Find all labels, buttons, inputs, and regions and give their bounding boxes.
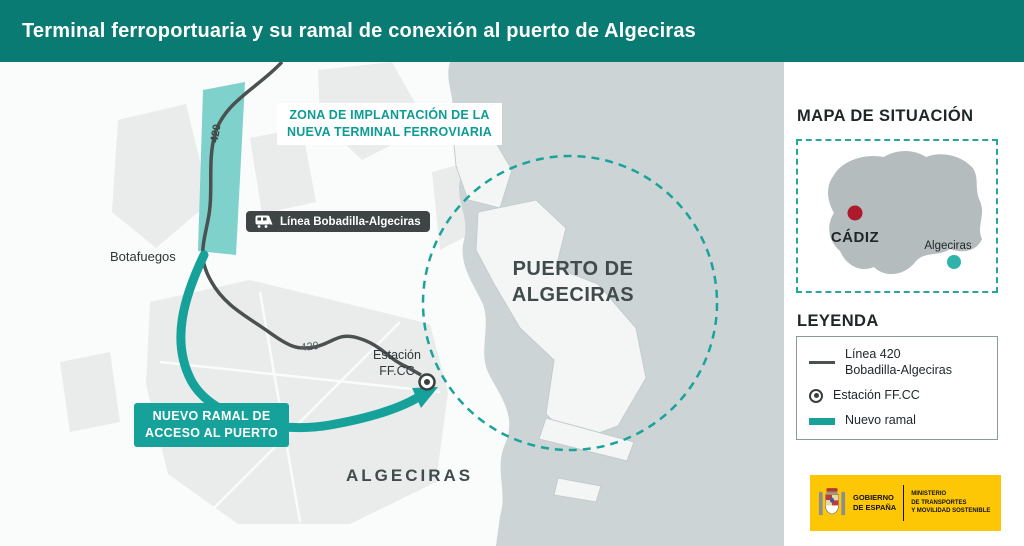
- page-title: Terminal ferroportuaria y su ramal de co…: [22, 19, 696, 42]
- station-label: Estación FF.CC: [360, 348, 434, 379]
- legend-line420-line2: Bobadilla-Algeciras: [845, 362, 953, 377]
- sea-water: [448, 62, 784, 546]
- zone-label-line1: ZONA DE IMPLANTACIÓN DE LA: [289, 108, 490, 122]
- port-of-algeciras-label: PUERTO DE ALGECIRAS: [487, 256, 659, 308]
- new-branch-label-line2: ACCESO AL PUERTO: [145, 425, 279, 440]
- new-branch-label: NUEVO RAMAL DE ACCESO AL PUERTO: [134, 403, 290, 447]
- situation-map-box: CÁDIZ Algeciras: [796, 139, 998, 293]
- gobierno-text: GOBIERNO DE ESPAÑA: [853, 493, 896, 513]
- station-label-line2: FF.CC: [379, 363, 415, 378]
- header-bar: Terminal ferroportuaria y su ramal de co…: [0, 0, 1024, 62]
- ministerio-line1: MINISTERIO: [911, 490, 947, 497]
- situation-map-canvas: CÁDIZ Algeciras: [828, 151, 982, 275]
- cadiz-label: CÁDIZ: [831, 229, 879, 246]
- new-branch-label-line1: NUEVO RAMAL DE: [152, 409, 271, 423]
- zone-implantation-label: ZONA DE IMPLANTACIÓN DE LA NUEVA TERMINA…: [277, 103, 502, 145]
- legend-station-label: Estación FF.CC: [833, 388, 920, 402]
- route-number-mid: 420: [300, 340, 320, 354]
- gobierno-line2: DE ESPAÑA: [853, 503, 897, 512]
- legend-line420-label: Línea 420 Bobadilla-Algeciras: [845, 347, 952, 378]
- line-bobadilla-badge: Línea Bobadilla-Algeciras: [246, 211, 430, 232]
- legend-box: Línea 420 Bobadilla-Algeciras Estación F…: [796, 336, 998, 440]
- government-logo: GOBIERNO DE ESPAÑA MINISTERIO DE TRANSPO…: [810, 475, 1001, 531]
- legend-line420-line1: Línea 420: [845, 347, 901, 361]
- algeciras-city-label: ALGECIRAS: [346, 466, 474, 485]
- logo-divider: [903, 485, 905, 521]
- ministerio-text: MINISTERIO DE TRANSPORTES Y MOVILIDAD SO…: [911, 490, 990, 516]
- ministerio-line2: DE TRANSPORTES: [911, 499, 967, 506]
- new-branch-arrowhead: [412, 387, 438, 408]
- new-branch-swatch: [809, 417, 835, 425]
- spain-coat-of-arms-icon: [818, 488, 846, 516]
- cadiz-dot: [847, 205, 863, 221]
- gobierno-line1: GOBIERNO: [853, 493, 894, 503]
- algeciras-situ-label: Algeciras: [924, 240, 972, 252]
- zone-label-line2: NUEVA TERMINAL FERROVIARIA: [287, 124, 492, 139]
- cadiz-province-silhouette: [828, 151, 982, 275]
- ministerio-line3: Y MOVILIDAD SOSTENIBLE: [911, 508, 991, 515]
- line-badge-label: Línea Bobadilla-Algeciras: [280, 215, 421, 228]
- legend-row-line420: Línea 420 Bobadilla-Algeciras: [809, 347, 985, 378]
- port-label-line2: ALGECIRAS: [511, 284, 635, 306]
- station-label-line1: Estación: [373, 348, 421, 362]
- legend-title: LEYENDA: [797, 312, 879, 330]
- rail-line-420: [201, 62, 422, 377]
- rail-line-swatch: [809, 360, 835, 365]
- train-icon: [255, 215, 273, 228]
- port-label-line1: PUERTO DE: [512, 258, 634, 280]
- legend-ramal-label: Nuevo ramal: [845, 413, 916, 428]
- port-highlight-circle: [421, 154, 719, 452]
- algeciras-dot: [947, 255, 961, 269]
- city-blocks: [60, 62, 478, 524]
- station-icon: [418, 373, 436, 391]
- station-legend-icon: [809, 388, 823, 403]
- legend-row-ramal: Nuevo ramal: [809, 413, 985, 429]
- legend-row-station: Estación FF.CC: [809, 388, 985, 404]
- route-number-top: 420: [209, 123, 224, 143]
- botafuegos-label: Botafuegos: [110, 249, 176, 264]
- situation-map-title: MAPA DE SITUACIÓN: [797, 107, 974, 125]
